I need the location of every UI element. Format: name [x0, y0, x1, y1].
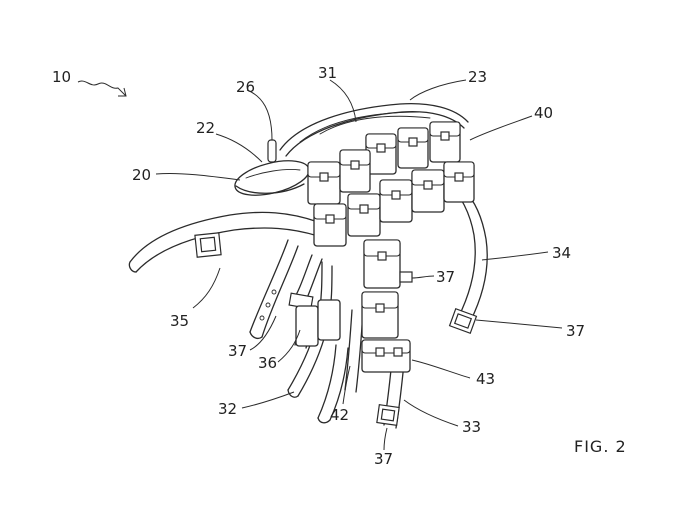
strap-34: [450, 185, 487, 322]
ref-37-right: 37: [566, 322, 585, 340]
ref-23: 23: [468, 68, 487, 86]
strap-35: [130, 212, 318, 272]
shoulder-pad-20: [231, 140, 312, 202]
ref-36: 36: [258, 354, 277, 372]
ref-37-left: 37: [228, 342, 247, 360]
ref-37-bottom: 37: [374, 450, 393, 468]
reference-numerals: 10 20 22 26 31 23 40 34 37 37 35 37 36 4…: [52, 64, 627, 468]
ref-42: 42: [330, 406, 349, 424]
post-26: [268, 140, 276, 162]
ref-22: 22: [196, 119, 215, 137]
ref-35: 35: [170, 312, 189, 330]
figure-caption: FIG. 2: [574, 437, 627, 456]
pouch-column-43: [296, 240, 412, 372]
ref-37-right-middle: 37: [436, 268, 455, 286]
ref-26: 26: [236, 78, 255, 96]
ref-10: 10: [52, 68, 71, 86]
ref-32: 32: [218, 400, 237, 418]
ref-31: 31: [318, 64, 337, 82]
ref-20: 20: [132, 166, 151, 184]
ref-33: 33: [462, 418, 481, 436]
ref-34: 34: [552, 244, 571, 262]
pouch-array-40: [308, 122, 474, 246]
ref-40: 40: [534, 104, 553, 122]
ref-43: 43: [476, 370, 495, 388]
strap-36: [250, 240, 298, 337]
